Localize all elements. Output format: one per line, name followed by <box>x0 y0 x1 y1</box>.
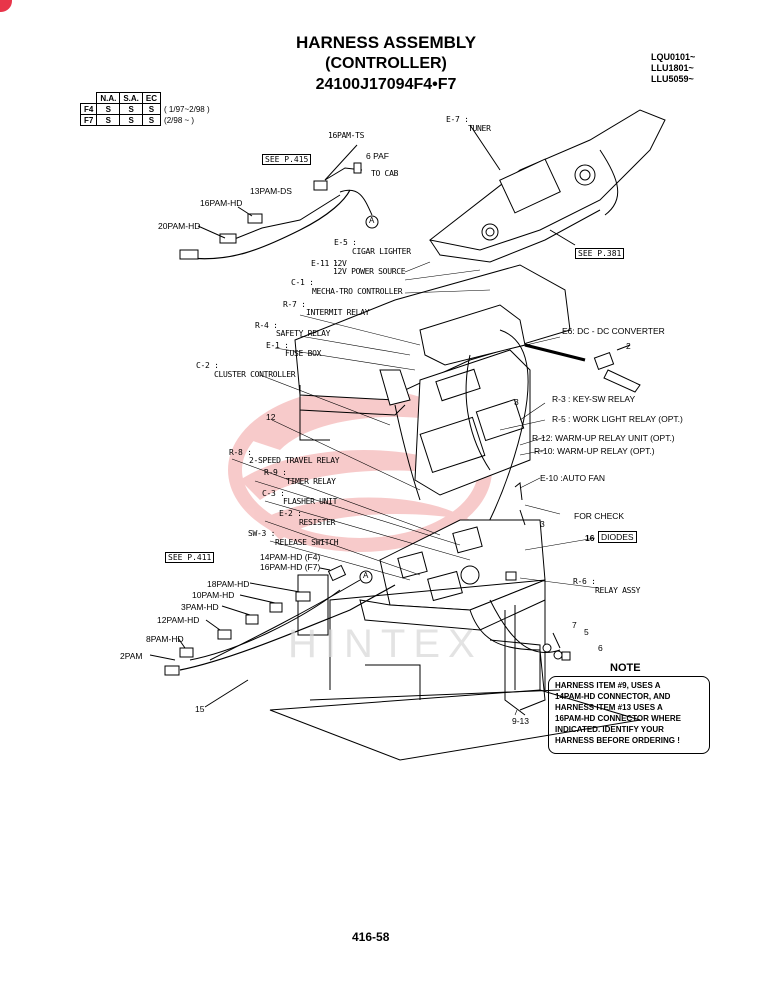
label-timer-relay: TIMER RELAY <box>286 477 336 486</box>
label-r5: R-5 : WORK LIGHT RELAY (OPT.) <box>552 414 683 424</box>
relay-harness <box>149 564 396 708</box>
label-r9: R-9 : <box>264 468 287 477</box>
label-6paf: 6 PAF <box>366 151 389 161</box>
note-title: NOTE <box>610 662 641 674</box>
cab-harness <box>179 144 379 260</box>
page-subtitle: (CONTROLLER) <box>325 55 447 72</box>
label-c2: C-2 : <box>196 361 219 370</box>
label-sw3: SW-3 : <box>248 529 276 538</box>
serial-range: LQU0101~ LLU1801~ LLU5059~ <box>651 52 696 84</box>
item-7: 7 <box>572 620 577 630</box>
watermark-text: HINTEX <box>288 622 483 666</box>
connector-a-bottom: A <box>363 571 369 580</box>
item-12: 12 <box>266 412 276 422</box>
leader-lines <box>231 261 599 716</box>
label-r3: R-3 : KEY-SW RELAY <box>552 394 636 404</box>
label-relay-assy: RELAY ASSY <box>595 586 641 595</box>
label-tuner: TUNER <box>468 124 491 133</box>
label-diodes: DIODES <box>598 531 637 543</box>
label-e7: E-7 : <box>446 115 469 124</box>
label-14pam-hd-f4: 14PAM-HD (F4) <box>260 552 321 562</box>
label-18pam-hd: 18PAM-HD <box>207 579 250 589</box>
item-16: 16 <box>585 533 595 543</box>
item-3-lower: 3 <box>540 519 545 529</box>
label-r10: R-10: WARM-UP RELAY (OPT.) <box>534 446 655 456</box>
label-intermit-relay: INTERMIT RELAY <box>306 308 370 317</box>
label-c3: C-3 : <box>262 489 285 498</box>
ref-see-p411: SEE P.411 <box>165 552 215 563</box>
item-15: 15 <box>195 704 205 714</box>
label-e10: E-10 :AUTO FAN <box>540 473 606 483</box>
label-c1: C-1 : <box>291 278 314 287</box>
ref-see-p415: SEE P.415 <box>262 154 312 165</box>
label-16pam-hd-f7: 16PAM-HD (F7) <box>260 562 321 572</box>
label-r8: R-8 : <box>229 448 252 457</box>
label-16pam-ts: 16PAM-TS <box>328 131 365 140</box>
item-3-upper: 3 <box>514 397 519 407</box>
base-frame <box>269 385 641 761</box>
ref-see-p381: SEE P.381 <box>575 248 625 259</box>
item-2: 2 <box>626 341 631 351</box>
label-20pam-hd: 20PAM-HD <box>158 221 201 231</box>
page-title: HARNESS ASSEMBLY <box>295 33 477 52</box>
label-e1: E-1 : <box>266 341 289 350</box>
item-6: 6 <box>598 643 603 653</box>
tuner-assembly <box>428 109 666 263</box>
note-box: HARNESS ITEM #9, USES A 14PAM-HD CONNECT… <box>548 676 710 754</box>
label-3pam-hd: 3PAM-HD <box>181 602 219 612</box>
relay-assembly <box>359 519 561 716</box>
label-2pam: 2PAM <box>120 651 143 661</box>
label-cigar-lighter: CIGAR LIGHTER <box>352 247 411 256</box>
part-number: 24100J17094F4•F7 <box>315 76 457 93</box>
label-fuse-box: FUSE BOX <box>285 349 322 358</box>
label-12pam-hd: 12PAM-HD <box>157 615 200 625</box>
label-resister: RESISTER <box>299 518 336 527</box>
label-e5: E-5 : <box>334 238 357 247</box>
label-release-switch: RELEASE SWITCH <box>275 538 339 547</box>
label-16pam-hd: 16PAM-HD <box>200 198 243 208</box>
label-12v: 12V <box>333 259 347 268</box>
label-e2: E-2 : <box>279 509 302 518</box>
label-2-speed-travel: 2-SPEED TRAVEL RELAY <box>249 456 340 465</box>
label-e11: E-11 : <box>311 259 339 268</box>
label-13pam-ds: 13PAM-DS <box>250 186 292 196</box>
label-r6: R-6 : <box>573 577 596 586</box>
label-e6: E6: DC - DC CONVERTER <box>562 326 665 336</box>
label-r7: R-7 : <box>283 300 306 309</box>
label-safety-relay: SAFETY RELAY <box>276 329 331 338</box>
item-9-13: 9-13 <box>512 716 530 726</box>
label-cluster-controller: CLUSTER CONTROLLER <box>214 370 296 379</box>
connector-a-top: A <box>369 216 375 225</box>
table-row: F7 S S S (2/98 ~ ) <box>79 114 214 126</box>
page-number: 416-58 <box>352 930 390 944</box>
label-r4: R-4 : <box>255 321 278 330</box>
item-5: 5 <box>584 627 589 637</box>
label-r12: R-12: WARM-UP RELAY UNIT (OPT.) <box>532 433 675 443</box>
label-to-cab: TO CAB <box>371 169 399 178</box>
label-flasher-unit: FLASHER UNIT <box>283 497 338 506</box>
label-mecha-tro: MECHA-TRO CONTROLLER <box>312 287 403 296</box>
label-10pam-hd: 10PAM-HD <box>192 590 235 600</box>
label-12v-power-source: 12V POWER SOURCE <box>333 267 406 276</box>
applicability-table: N.A. S.A. EC F4 S S S ( 1/97~2/98 ) F7 S… <box>79 92 214 126</box>
controller-housing <box>294 264 586 541</box>
small-parts <box>505 344 641 661</box>
label-8pam-hd: 8PAM-HD <box>146 634 184 644</box>
label-for-check: FOR CHECK <box>574 511 625 521</box>
